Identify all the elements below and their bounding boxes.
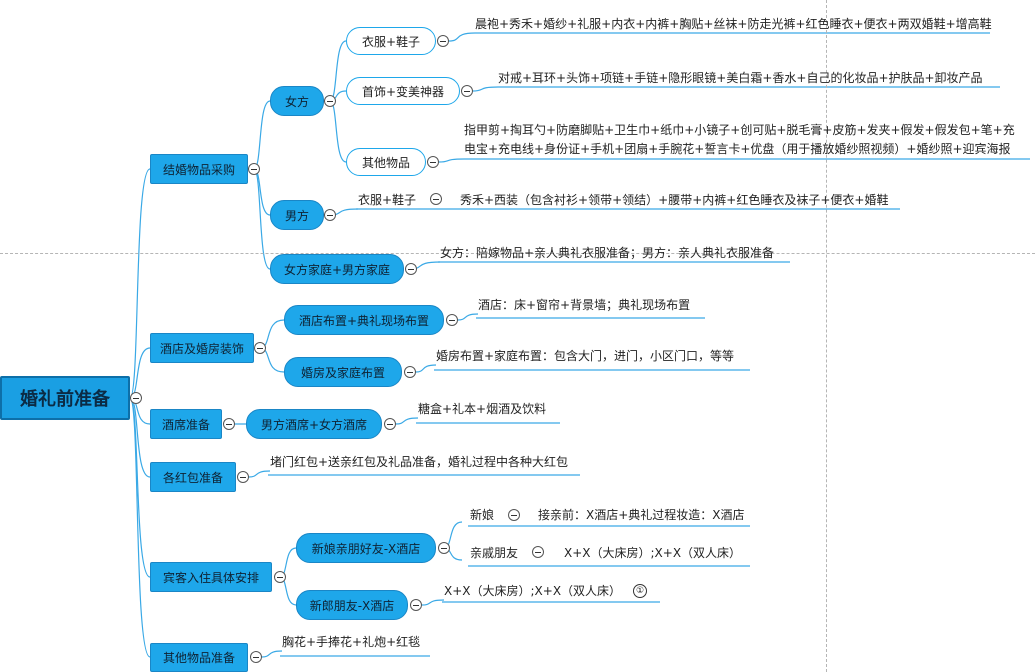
connector-leaf-home	[415, 364, 437, 373]
connector-procurement-families	[253, 168, 271, 270]
leaf-families-items: 女方：陪嫁物品+亲人典礼衣服准备；男方：亲人典礼衣服准备	[440, 246, 775, 260]
page-break-horizontal	[0, 253, 1035, 254]
collapse-toggle-home-layout[interactable]	[404, 366, 416, 378]
collapse-toggle-groom-side-hotel[interactable]	[410, 599, 422, 611]
collapse-toggle-relatives-lodging[interactable]	[532, 546, 544, 558]
leaf-misc-items: 胸花+手捧花+礼炮+红毯	[282, 635, 421, 649]
connector-bride-clothes	[329, 40, 347, 102]
collapse-toggle-envelopes[interactable]	[237, 471, 249, 483]
topic-banquet[interactable]: 酒席准备	[150, 409, 222, 439]
connector-root-misc	[129, 397, 151, 658]
connector-leaf-bride-jewelry	[472, 86, 499, 92]
connector-procurement-bride	[253, 100, 271, 170]
leaf-home-layout-items: 婚房布置+家庭布置：包含大门，进门，小区门口，等等	[436, 349, 735, 363]
leaf-groom-clothes-items: 秀禾+西装（包含衬衫+领带+领结）+腰带+内裤+红色睡衣及袜子+便衣+婚鞋	[460, 193, 889, 207]
collapse-toggle-root[interactable]	[130, 392, 142, 404]
topic-bride[interactable]: 女方	[270, 86, 324, 116]
leaf-banquet-items: 糖盒+礼本+烟酒及饮料	[418, 402, 547, 416]
page-break-vertical	[826, 0, 827, 672]
topic-banquet-both[interactable]: 男方酒席+女方酒席	[246, 409, 382, 439]
collapse-toggle-banquet-both[interactable]	[384, 418, 396, 430]
root-topic[interactable]: 婚礼前准备	[0, 376, 130, 420]
topic-procurement[interactable]: 结婚物品采购	[150, 154, 248, 184]
topic-hotel-layout[interactable]: 酒店布置+典礼现场布置	[284, 305, 444, 335]
topic-misc[interactable]: 其他物品准备	[150, 643, 248, 672]
topic-bride-jewelry[interactable]: 首饰+变美神器	[346, 77, 460, 105]
leaf-relatives-lodging-items: X+X（大床房）;X+X（双人床）	[564, 546, 742, 560]
topic-decoration[interactable]: 酒店及婚房装饰	[150, 333, 254, 363]
connector-bride-other	[329, 100, 347, 163]
collapse-toggle-bride-side-hotel[interactable]	[438, 542, 450, 554]
collapse-toggle-groom-clothes[interactable]	[430, 193, 442, 205]
note-count-badge[interactable]: ①	[633, 584, 647, 598]
connector-leaf-groom-side	[421, 599, 445, 606]
collapse-toggle-lodging[interactable]	[274, 571, 286, 583]
leaf-bride-jewelry-items: 对戒+耳环+头饰+项链+手链+隐形眼镜+美白霜+香水+自己的化妆品+护肤品+卸妆…	[498, 71, 983, 85]
collapse-toggle-groom[interactable]	[324, 209, 336, 221]
collapse-toggle-misc[interactable]	[250, 651, 262, 663]
collapse-toggle-procurement[interactable]	[248, 163, 260, 175]
connector-leaf-hotel	[457, 313, 479, 321]
collapse-toggle-bride-other[interactable]	[427, 156, 439, 168]
connector-root-lodging	[129, 397, 151, 578]
connector-leaf-misc	[261, 650, 283, 658]
topic-families[interactable]: 女方家庭+男方家庭	[270, 254, 404, 284]
leaf-bride-clothes-items: 晨袍+秀禾+婚纱+礼服+内衣+内裤+胸贴+丝袜+防走光裤+红色睡衣+便衣+两双婚…	[475, 17, 992, 31]
collapse-toggle-bride[interactable]	[324, 95, 336, 107]
connector-leaf-bride-clothes	[448, 32, 476, 42]
leaf-bride-other-items: 指甲剪+掏耳勺+防磨脚贴+卫生巾+纸巾+小镜子+创可贴+脱毛膏+皮筋+发夹+假发…	[464, 123, 1015, 156]
collapse-toggle-bride-clothes[interactable]	[437, 35, 449, 47]
topic-bride-clothes[interactable]: 衣服+鞋子	[346, 27, 436, 55]
topic-groom-clothes[interactable]: 衣服+鞋子	[358, 193, 417, 207]
topic-relatives-lodging[interactable]: 亲戚朋友	[470, 546, 519, 560]
topic-bride-other[interactable]: 其他物品	[346, 148, 426, 176]
connector-leaf-banquet	[395, 417, 419, 425]
topic-groom[interactable]: 男方	[270, 200, 324, 230]
topic-lodging[interactable]: 宾客入住具体安排	[150, 562, 272, 592]
connector-leaf-bride-other	[438, 158, 465, 163]
topic-bride-lodging[interactable]: 新娘	[470, 508, 495, 522]
topic-bride-side-hotel[interactable]: 新娘亲朋好友-X酒店	[296, 533, 436, 563]
topic-home-layout[interactable]: 婚房及家庭布置	[284, 357, 402, 387]
connector-root-procurement	[129, 168, 151, 399]
leaf-groom-side-items: X+X（大床房）;X+X（双人床）	[444, 584, 622, 598]
topic-groom-side-hotel[interactable]: 新郎朋友-X酒店	[296, 590, 408, 620]
connector-leaf-envelopes	[248, 470, 271, 478]
topic-envelopes[interactable]: 各红包准备	[150, 462, 236, 492]
leaf-envelopes-items: 堵门红包+送亲红包及礼品准备，婚礼过程中各种大红包	[270, 455, 569, 469]
leaf-hotel-layout-items: 酒店：床+窗帘+背景墙；典礼现场布置	[478, 298, 691, 312]
collapse-toggle-bride-jewelry[interactable]	[461, 85, 473, 97]
collapse-toggle-decoration[interactable]	[254, 342, 266, 354]
collapse-toggle-families[interactable]	[405, 263, 417, 275]
collapse-toggle-banquet[interactable]	[223, 418, 235, 430]
collapse-toggle-bride-lodging[interactable]	[508, 509, 520, 521]
leaf-bride-lodging-items: 接亲前：X酒店+典礼过程妆造：X酒店	[538, 508, 745, 522]
collapse-toggle-hotel-layout[interactable]	[446, 314, 458, 326]
